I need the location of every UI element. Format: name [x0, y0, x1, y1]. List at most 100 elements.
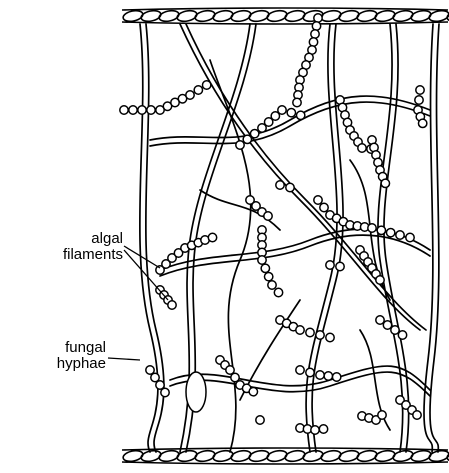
cortex-cell [338, 9, 360, 23]
algal-cell [398, 331, 406, 339]
algal-cell [312, 22, 320, 30]
cortex-cell [212, 9, 234, 23]
cortex-cell [230, 449, 252, 463]
cortex-cell [266, 449, 288, 463]
cortex-cell [320, 449, 342, 463]
algal-cell [416, 86, 424, 94]
algal-cell [378, 411, 386, 419]
algal-cell [287, 108, 295, 116]
algal-cell [296, 366, 304, 374]
algal-cell [261, 264, 269, 272]
algal-filament [258, 226, 283, 297]
algal-cell [376, 276, 384, 284]
algal-label-line1: algal [42, 231, 123, 247]
hypha-strand [170, 372, 430, 396]
algal-cell [319, 425, 327, 433]
algal-cell [286, 183, 294, 191]
large-cell [186, 372, 206, 412]
algal-cell [276, 181, 284, 189]
algal-cell [120, 106, 128, 114]
cortex-cell [122, 9, 144, 23]
cortex-cell [158, 9, 180, 23]
cortex-cell [194, 449, 216, 463]
algal-cell [274, 288, 282, 296]
algal-cell [151, 373, 159, 381]
algal-cell [314, 14, 322, 22]
algal-cell [146, 366, 154, 374]
algal-filament [236, 106, 305, 149]
cortex-cell [266, 9, 288, 23]
algal-cell [326, 333, 334, 341]
algal-cell [314, 196, 322, 204]
algal-label-line2: filaments [42, 247, 123, 263]
algal-cell [296, 326, 304, 334]
algal-cell [316, 331, 324, 339]
fungal-label-line1: fungal [20, 340, 106, 356]
cortex-edge [122, 22, 448, 24]
algal-cell [336, 262, 344, 270]
algal-filament [414, 86, 427, 128]
algal-cell [381, 179, 389, 187]
cortex-cell [392, 449, 414, 463]
algal-cell [358, 144, 366, 152]
algal-cell [418, 119, 426, 127]
algal-filament [276, 181, 294, 192]
algal-filament [120, 81, 211, 114]
algal-filament [296, 424, 328, 434]
algal-cell [406, 233, 414, 241]
algal-cell [293, 98, 301, 106]
algal-filament [256, 416, 264, 424]
algal-cell [236, 141, 244, 149]
algal-cell [311, 30, 319, 38]
cortex-cell [176, 9, 198, 23]
hypha-strand [200, 190, 280, 230]
algal-cell [377, 226, 385, 234]
algal-cell [296, 111, 304, 119]
algal-cell [278, 106, 286, 114]
algal-cell [413, 411, 421, 419]
algal-cell [391, 326, 399, 334]
cortex-edge [122, 8, 448, 10]
algal-cell [383, 321, 391, 329]
algal-cell [243, 135, 251, 143]
cortex-cell [140, 449, 162, 463]
algal-cell [306, 368, 314, 376]
cortex-cell [392, 9, 414, 23]
cortex-cell [284, 449, 306, 463]
algal-cell [231, 373, 239, 381]
cortex-cell [248, 449, 270, 463]
algal-cell [376, 316, 384, 324]
cortex-edge [122, 448, 448, 450]
cortex-cell [410, 9, 432, 23]
cortex-cell [284, 9, 306, 23]
cortex-cell [140, 9, 162, 23]
cortex-cell [374, 9, 396, 23]
algal-cell [415, 96, 423, 104]
algal-cell [264, 212, 272, 220]
cortex-cell [356, 449, 378, 463]
cortex-cell [158, 449, 180, 463]
fungal-hyphae-label: fungal hyphae [20, 340, 106, 372]
cortex-cell [338, 449, 360, 463]
algal-cell [386, 228, 394, 236]
algal-cell [186, 91, 194, 99]
algal-cell [256, 416, 264, 424]
algal-cell [194, 86, 202, 94]
algal-cell [138, 106, 146, 114]
algal-cell [306, 328, 314, 336]
algal-cell [268, 281, 276, 289]
cortex-cell [194, 9, 216, 23]
cortex-cell [320, 9, 342, 23]
algal-cell [147, 106, 155, 114]
algal-cell [249, 387, 257, 395]
algal-cell [320, 203, 328, 211]
algal-cell [156, 381, 164, 389]
algal-cell [202, 81, 210, 89]
cortex-cell [248, 9, 270, 23]
algal-cell [264, 272, 272, 280]
algal-cell [311, 426, 319, 434]
algal-cell [324, 372, 332, 380]
algal-cell [208, 233, 216, 241]
algal-filament [358, 411, 386, 424]
